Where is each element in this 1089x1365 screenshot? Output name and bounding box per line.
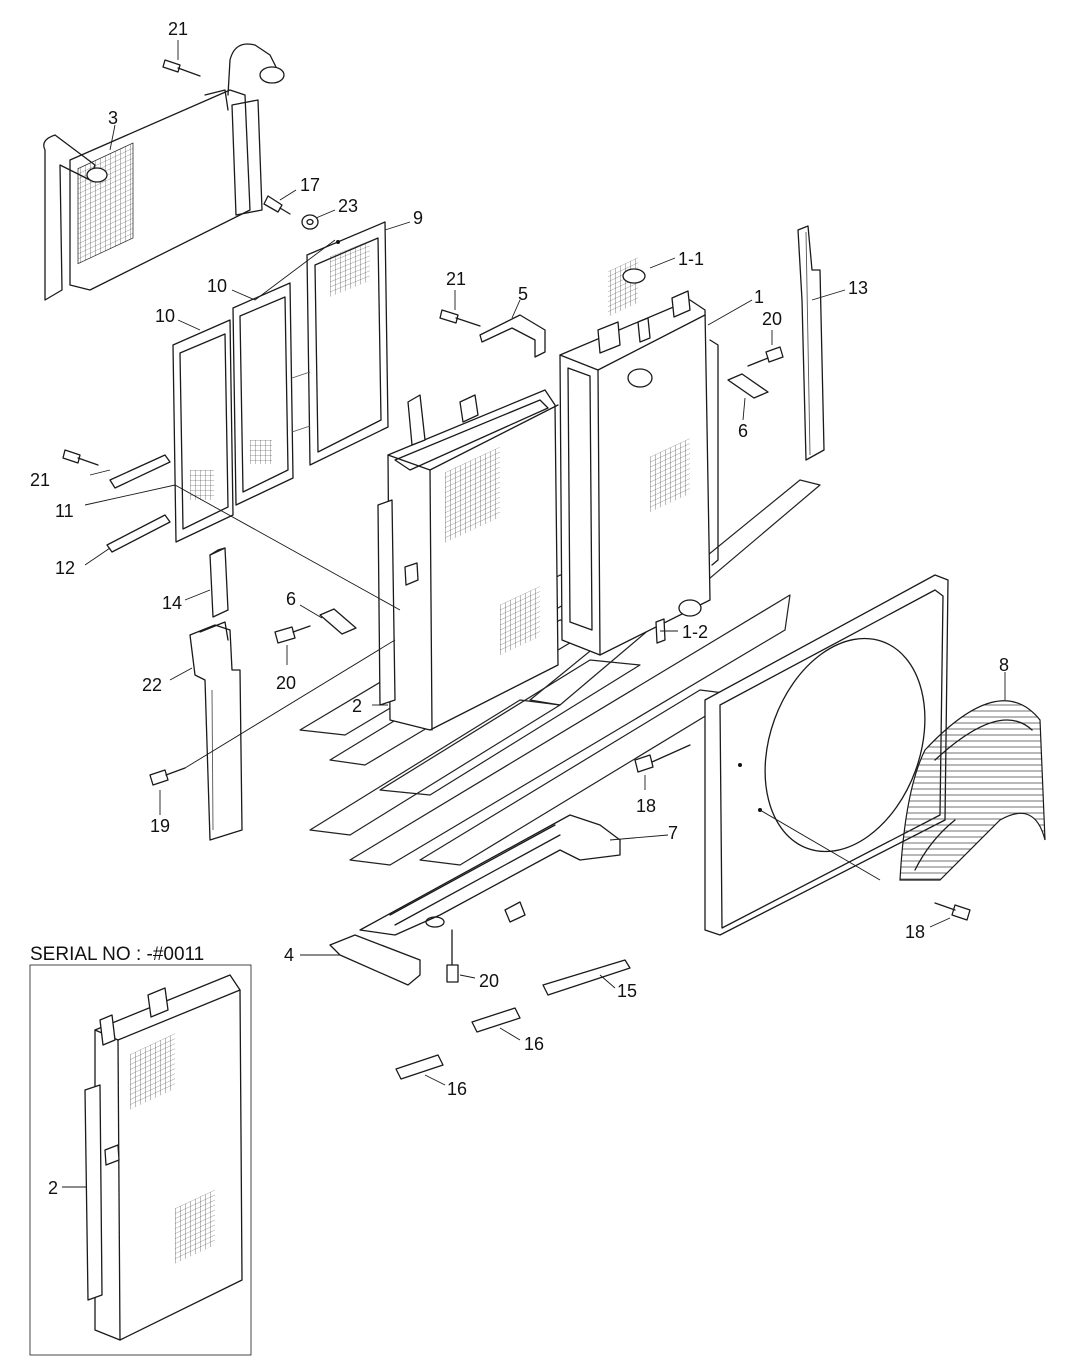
- callout-9: 9: [413, 208, 423, 228]
- block-part-14: [209, 547, 229, 618]
- callout-6: 6: [738, 421, 748, 441]
- panel-part-10-right: [232, 282, 294, 506]
- callout-2: 2: [48, 1178, 58, 1198]
- strap-part-11: [109, 454, 171, 489]
- callout-14: 14: [162, 593, 182, 613]
- callout-4: 4: [284, 945, 294, 965]
- bolt-part-19: [149, 767, 186, 786]
- pad-part-16-lower: [395, 1054, 444, 1080]
- washer-part-23: [301, 214, 319, 230]
- callout-11: 11: [55, 501, 74, 521]
- callout-3: 3: [108, 108, 118, 128]
- post-part-13: [797, 225, 825, 461]
- bolt-part-20-base: [446, 929, 459, 983]
- intercooler-part-3: [43, 43, 285, 301]
- bracket-part-22: [189, 621, 243, 841]
- bracket-part-6-right: [727, 373, 769, 399]
- bolt-part-20-left: [274, 625, 311, 644]
- fan-guard-part-8: [899, 700, 1046, 881]
- panel-rail: [291, 371, 311, 433]
- bracket-part-5: [479, 314, 546, 358]
- callout-20: 20: [276, 673, 296, 693]
- pad-part-16-upper: [471, 1007, 521, 1033]
- callout-1: 1: [754, 287, 764, 307]
- callout-18: 18: [905, 922, 925, 942]
- callout-labels: 21 3 17 23 9 10 10 21 5 1-1 1 13 20 6 21…: [30, 19, 1009, 1198]
- callout-1-2: 1-2: [682, 622, 708, 642]
- callout-20: 20: [762, 309, 782, 329]
- bolt-part-20-right: [747, 346, 784, 367]
- radiator-core-part-2: [377, 389, 559, 731]
- callout-20: 20: [479, 971, 499, 991]
- callout-13: 13: [848, 278, 868, 298]
- panel-part-9: [306, 221, 389, 466]
- callout-17: 17: [300, 175, 320, 195]
- callout-21: 21: [168, 19, 188, 39]
- bolt-part-21-mid: [439, 309, 481, 327]
- serial-inset-box: [29, 964, 252, 1356]
- panel-part-10-left: [172, 319, 234, 543]
- leader-lines: [62, 40, 1006, 1188]
- wing-bolt-part-17: [263, 195, 291, 215]
- callout-16: 16: [447, 1079, 467, 1099]
- callout-21: 21: [446, 269, 466, 289]
- callout-5: 5: [518, 284, 528, 304]
- strap-part-12: [106, 514, 171, 553]
- bracket-part-6-left: [319, 608, 357, 635]
- callout-22: 22: [142, 675, 162, 695]
- fan-shroud-part-7: [704, 574, 949, 936]
- callout-23: 23: [338, 196, 358, 216]
- callout-19: 19: [150, 816, 170, 836]
- bolt-part-21-left: [62, 449, 99, 466]
- callout-18: 18: [636, 796, 656, 816]
- callout-16: 16: [524, 1034, 544, 1054]
- pad-part-15: [542, 959, 631, 996]
- callout-12: 12: [55, 558, 75, 578]
- callout-15: 15: [617, 981, 637, 1001]
- callout-10: 10: [155, 306, 175, 326]
- serial-header: SERIAL NO : -#0011: [30, 944, 204, 965]
- callout-6: 6: [286, 589, 296, 609]
- bolt-part-18-bottom: [934, 902, 971, 921]
- callout-21: 21: [30, 470, 50, 490]
- bolt-part-18-top: [634, 744, 691, 773]
- base-rail-part-4: [329, 814, 621, 986]
- callout-8: 8: [999, 655, 1009, 675]
- radiator-part-1: [559, 257, 719, 656]
- callout-1-1: 1-1: [678, 249, 704, 269]
- callout-10: 10: [207, 276, 227, 296]
- callout-2: 2: [352, 696, 362, 716]
- callout-7: 7: [668, 823, 678, 843]
- bolt-part-21-top: [162, 59, 201, 77]
